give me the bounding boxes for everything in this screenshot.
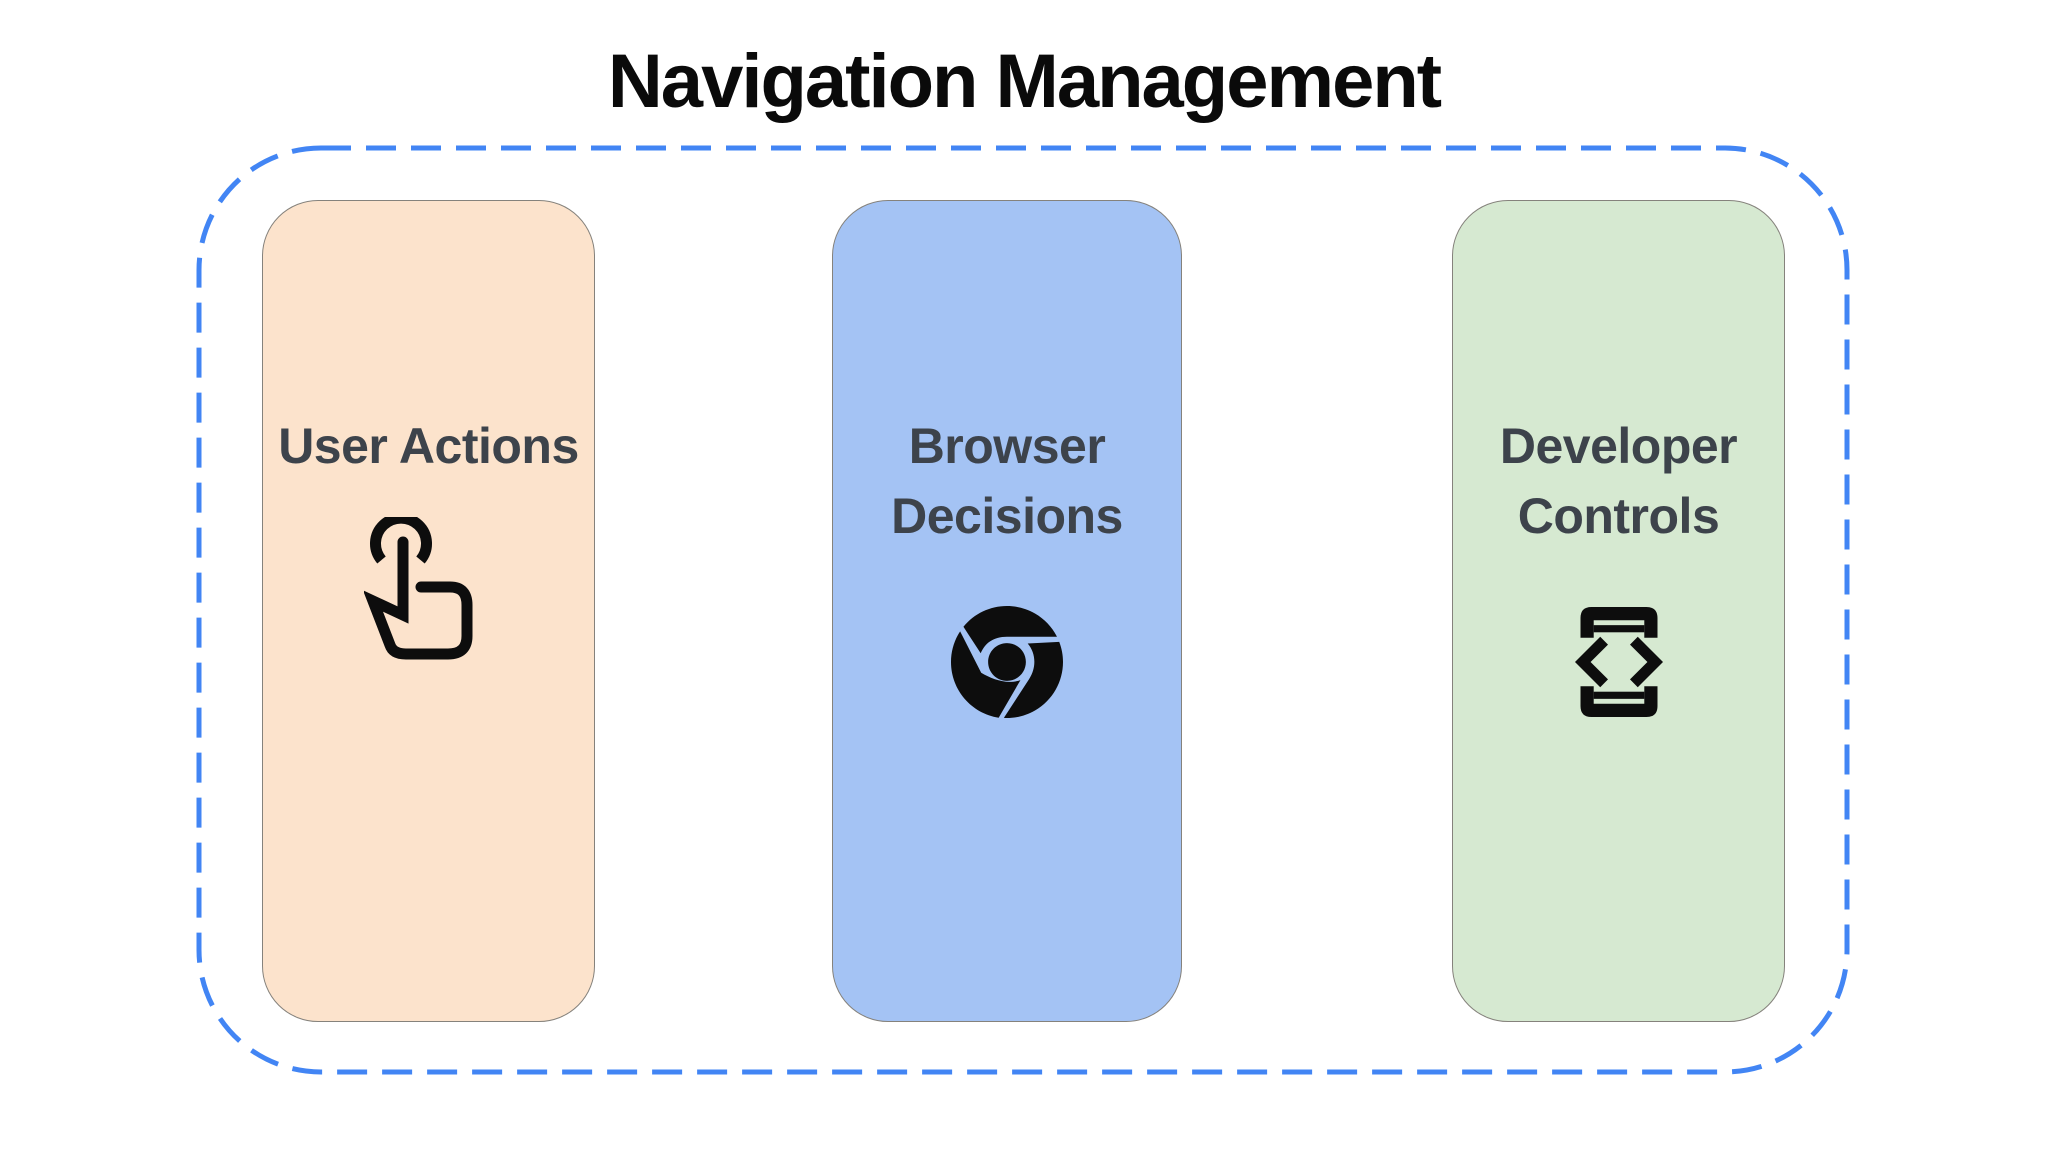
card-user-actions-label: User Actions <box>278 418 579 474</box>
card-developer-controls-label: Developer Controls <box>1499 418 1738 544</box>
touch-gesture-icon <box>363 517 472 660</box>
card-browser-decisions: Browser Decisions <box>832 200 1182 1022</box>
card-user-actions: User Actions <box>262 200 595 1022</box>
dashed-group-boundary <box>196 145 1850 1075</box>
card-developer-controls-icon-box <box>1553 587 1685 737</box>
card-developer-controls: Developer Controls <box>1452 200 1785 1022</box>
chrome-browser-icon <box>951 605 1063 718</box>
card-browser-decisions-label: Browser Decisions <box>891 418 1123 544</box>
developer-mode-icon <box>1574 607 1663 717</box>
card-user-actions-icon-box <box>363 517 494 667</box>
page-title: Navigation Management <box>607 39 1442 124</box>
card-browser-decisions-icon-box <box>951 587 1063 737</box>
dashed-boundary-outline <box>196 145 1850 1075</box>
